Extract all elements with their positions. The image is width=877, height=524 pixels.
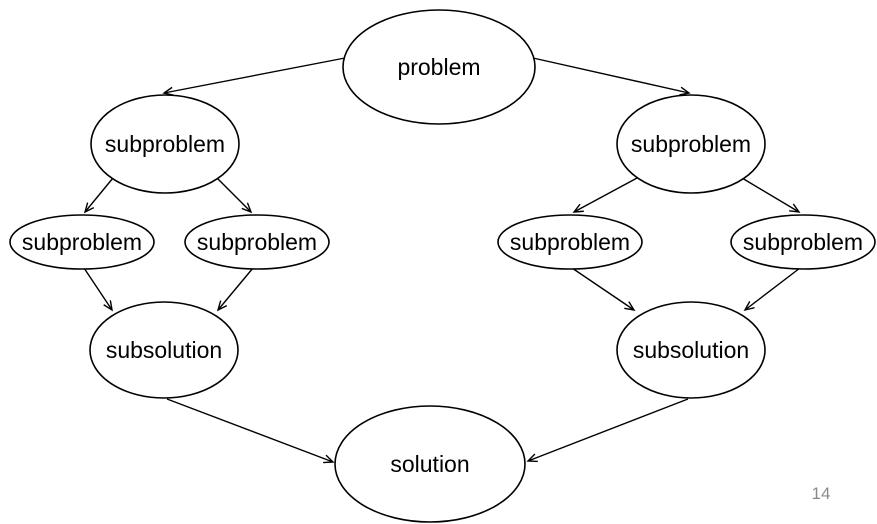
edge-subsolution-left-to-solution [166, 398, 333, 462]
edge-subproblem-left-to-subproblem-left-2 [216, 177, 251, 212]
edge-problem-to-subproblem-right [532, 57, 689, 93]
edges-layer [83, 57, 801, 462]
node-label-problem: problem [397, 54, 480, 80]
node-subproblem-left-1 [9, 214, 155, 270]
node-subproblem-right-2 [730, 214, 876, 270]
node-subproblem-left-2 [184, 214, 330, 270]
edge-subsolution-right-to-solution [528, 398, 689, 461]
edge-subproblem-right-to-subproblem-right-2 [741, 177, 799, 212]
node-label-subproblem-left-2: subproblem [197, 229, 317, 255]
nodes-layer: problem subproblem subproblem subproblem sub… [9, 9, 876, 523]
edge-subproblem-right-1-to-subsolution-right [571, 267, 634, 310]
node-label-subproblem-left-1: subproblem [22, 229, 142, 255]
node-label-subsolution-left: subsolution [106, 337, 222, 363]
node-subproblem-left [90, 94, 240, 194]
edge-subproblem-right-to-subproblem-right-1 [574, 177, 638, 212]
node-label-subproblem-left: subproblem [105, 131, 225, 157]
node-label-subproblem-right-1: subproblem [510, 229, 630, 255]
node-solution [334, 405, 526, 523]
node-subsolution-right [616, 301, 766, 399]
node-subproblem-right [616, 94, 766, 194]
node-label-subproblem-right-2: subproblem [743, 229, 863, 255]
page-number: 14 [811, 484, 831, 503]
node-subproblem-right-1 [497, 214, 643, 270]
edge-subproblem-left-1-to-subsolution-left [83, 267, 112, 310]
node-subsolution-left [89, 301, 239, 399]
edge-subproblem-left-to-subproblem-left-1 [85, 177, 114, 212]
node-problem [342, 9, 536, 125]
edge-subproblem-right-2-to-subsolution-right [745, 267, 801, 310]
node-label-subproblem-right: subproblem [631, 131, 751, 157]
node-label-subsolution-right: subsolution [633, 337, 749, 363]
node-label-solution: solution [390, 451, 469, 477]
edge-problem-to-subproblem-left [164, 57, 346, 93]
edge-subproblem-left-2-to-subsolution-left [218, 267, 254, 310]
